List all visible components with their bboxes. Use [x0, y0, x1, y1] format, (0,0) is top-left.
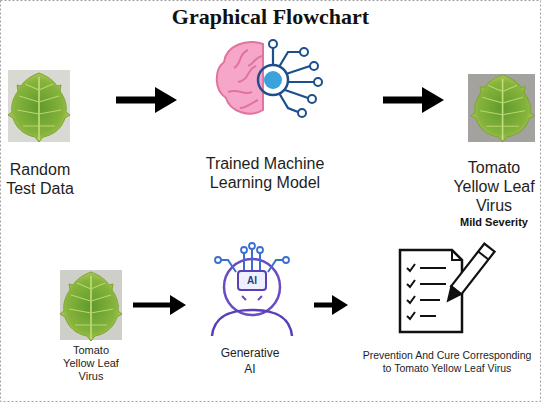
leaf-photo — [468, 74, 535, 142]
arrow-head — [155, 87, 177, 113]
flow-step: Random Test Data — [4, 68, 76, 198]
leaf-photo — [8, 70, 70, 142]
flow-arrow — [383, 87, 444, 113]
arrow-shaft — [314, 303, 333, 308]
arrow-head — [422, 87, 444, 113]
severity-note: Mild Severity — [452, 215, 536, 229]
ai-head-icon — [212, 243, 292, 336]
flow-step: Tomato Yellow Leaf Virus — [61, 268, 121, 383]
step-caption: Generative AI — [218, 345, 282, 377]
step-caption: Tomato Yellow Leaf Virus — [61, 344, 121, 383]
arrow-head — [170, 295, 186, 315]
flow-step: Tomato Yellow Leaf VirusMild Severity — [452, 72, 536, 229]
step-caption: Prevention And Cure Corresponding to Tom… — [358, 349, 536, 375]
flow-arrow — [116, 87, 177, 113]
step-caption: Trained Machine Learning Model — [195, 154, 335, 192]
flow-arrow — [133, 295, 186, 315]
arrow-head — [332, 295, 348, 315]
step-caption: Tomato Yellow Leaf Virus — [452, 158, 536, 215]
flow-step: Generative AI — [200, 245, 300, 377]
chip-label: AI — [238, 274, 266, 287]
step-caption: Random Test Data — [4, 160, 76, 198]
flow-arrow — [314, 295, 348, 315]
document-icon — [400, 244, 495, 332]
diagram-title: Graphical Flowchart — [0, 4, 541, 30]
arrow-shaft — [133, 303, 171, 308]
flow-step: Prevention And Cure Corresponding to Tom… — [358, 245, 536, 375]
arrow-shaft — [116, 97, 156, 104]
brain-icon — [217, 40, 322, 117]
leaf-photo — [60, 270, 122, 341]
flow-step: Trained Machine Learning Model — [195, 38, 335, 192]
arrow-shaft — [383, 97, 423, 104]
